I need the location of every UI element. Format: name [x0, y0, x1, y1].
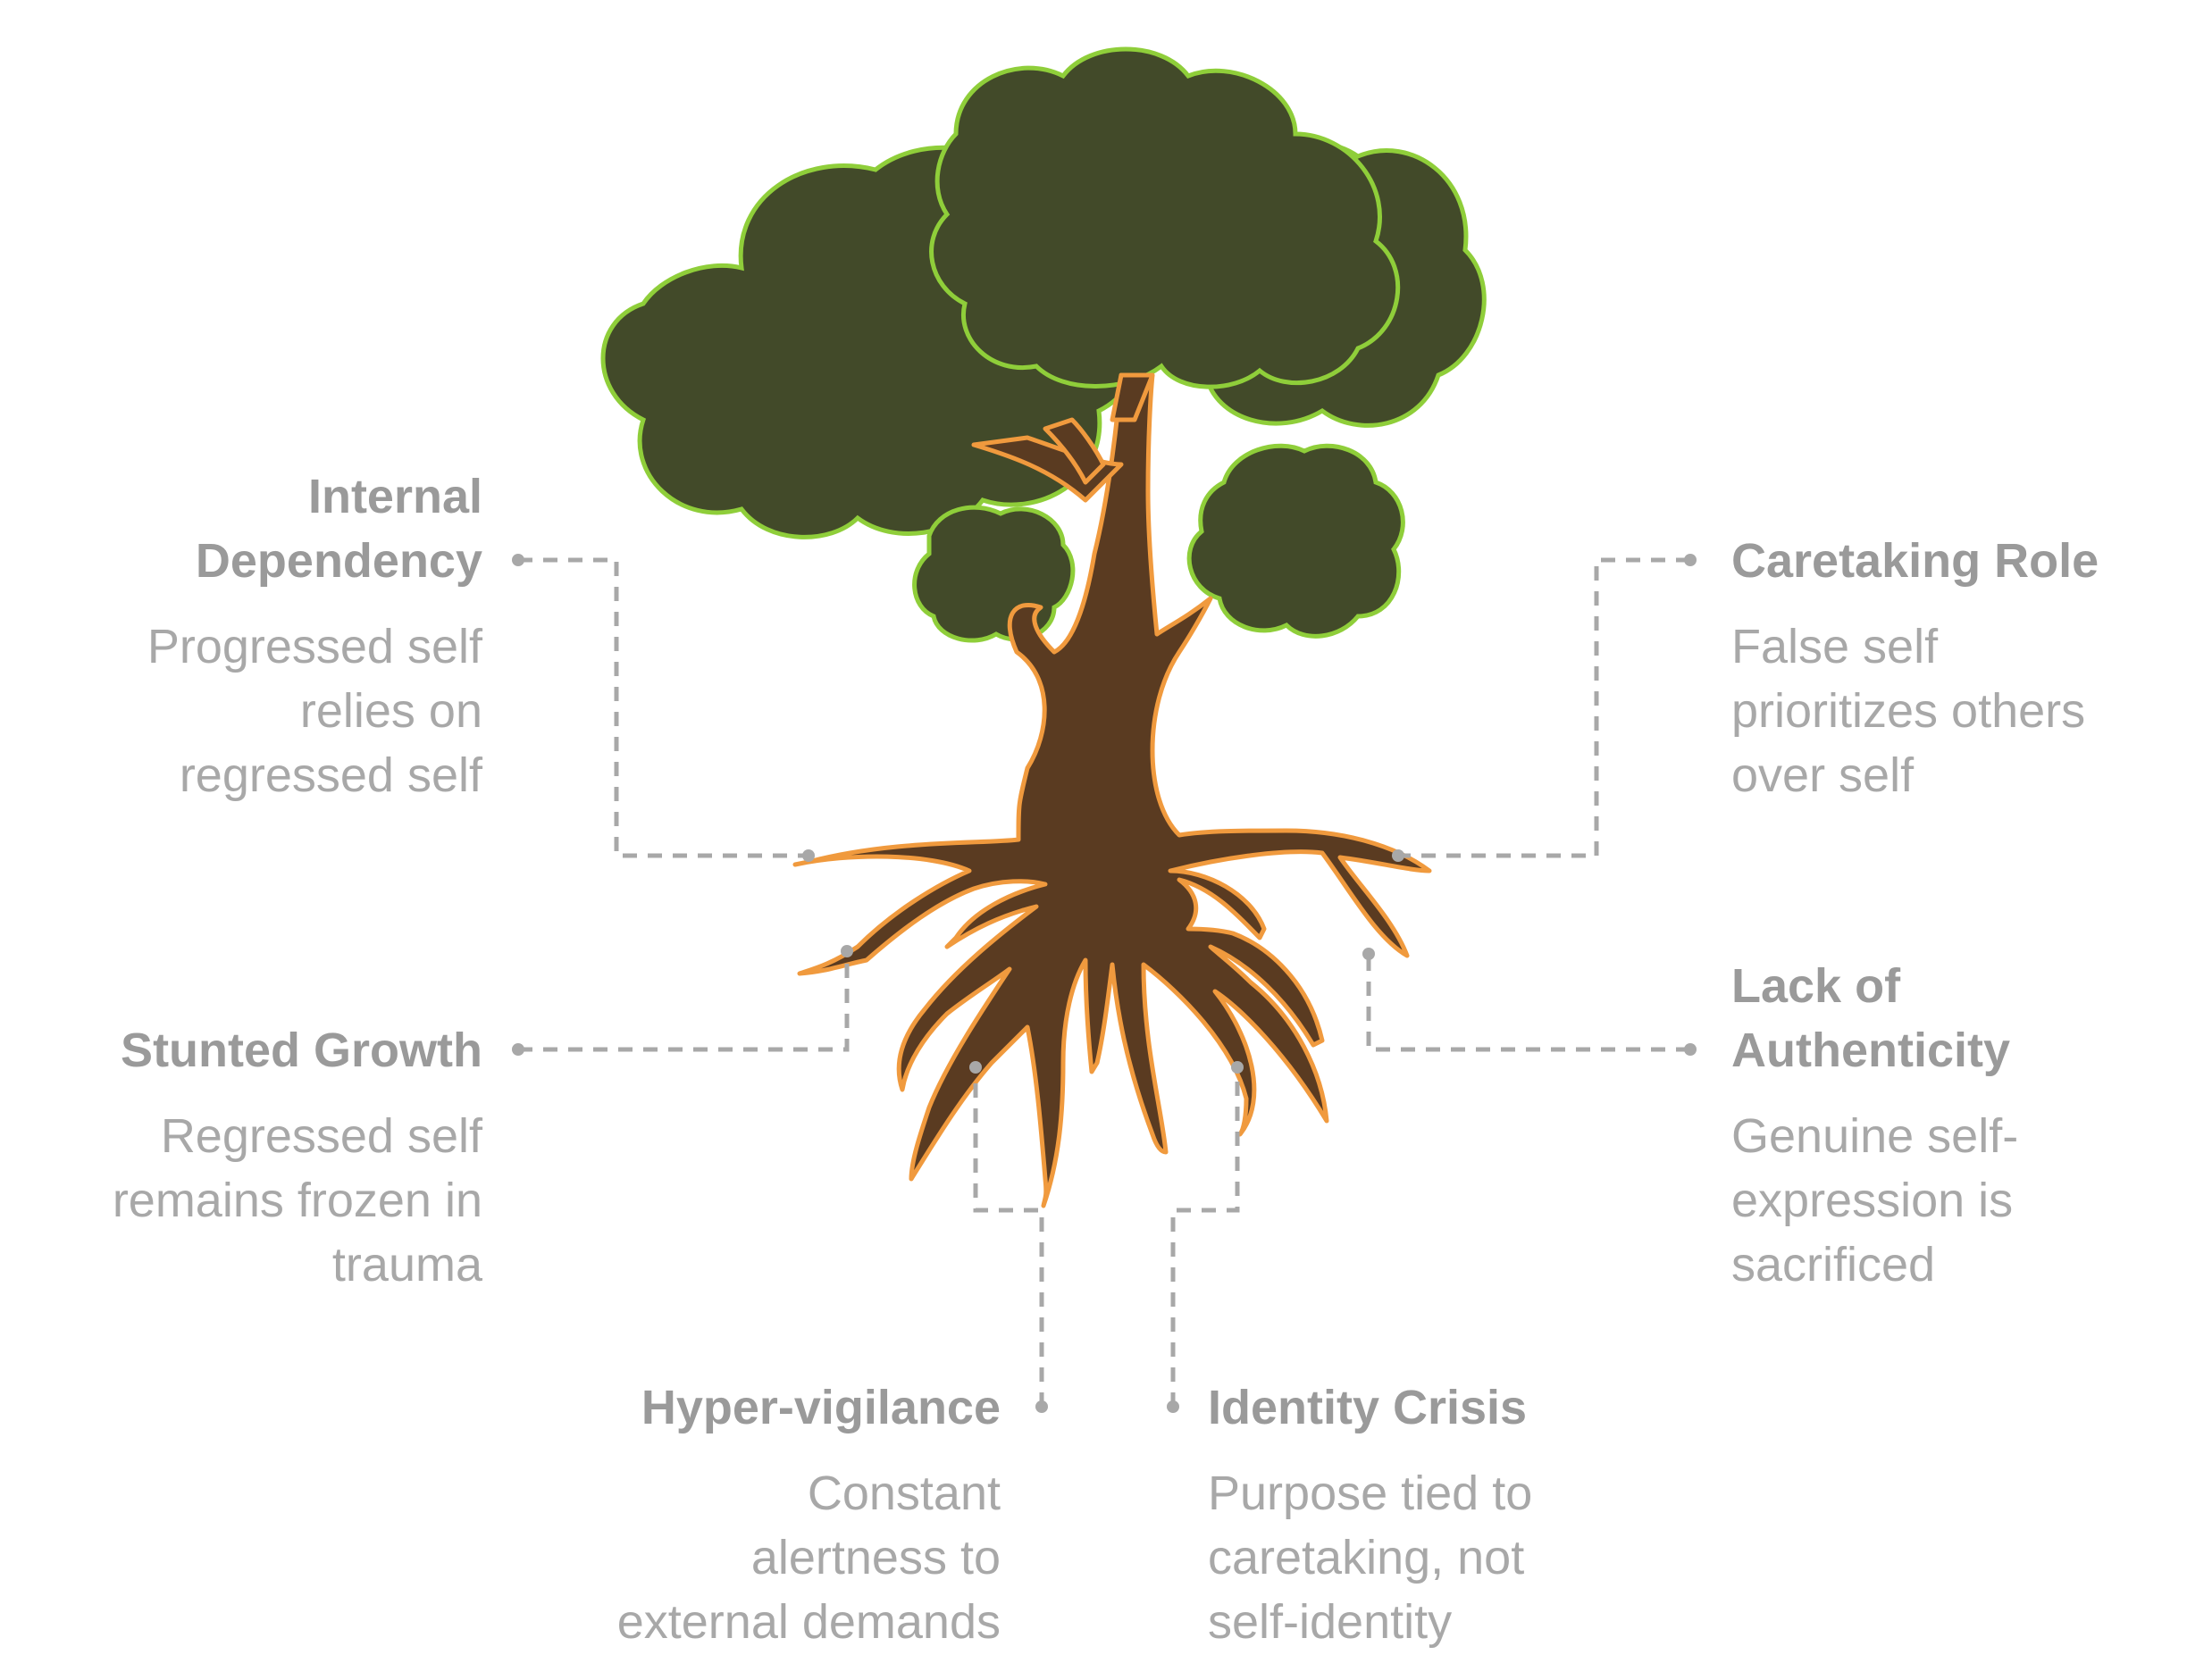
label-description: Genuine self- expression is sacrificed [1731, 1109, 2019, 1291]
connector-lines [518, 557, 1690, 1407]
endpoint-dot [1684, 1043, 1697, 1056]
tree-canopy [600, 46, 1487, 643]
label-identity-crisis: Identity Crisis Purpose tied to caretaki… [1208, 1375, 1708, 1654]
connector-lack-of-authenticity [1366, 954, 1690, 1052]
connector-endpoints [512, 554, 1697, 1413]
endpoint-dot [1362, 948, 1375, 960]
label-internal-dependency: Internal Dependency Progressed self reli… [0, 464, 482, 807]
connector-internal-dependency [518, 557, 809, 858]
connector-identity-crisis [1170, 1067, 1240, 1407]
endpoint-dot [841, 945, 853, 957]
endpoint-dot [1231, 1061, 1244, 1074]
label-caretaking-role: Caretaking Role False self prioritizes o… [1731, 529, 2178, 807]
label-description: False self prioritizes others over self [1731, 620, 2086, 802]
label-description: Constant alertness to external demands [616, 1467, 1001, 1649]
tree-trunk-and-roots [792, 372, 1432, 1208]
endpoint-dot [969, 1061, 982, 1074]
label-title: Lack of Authenticity [1731, 959, 2011, 1077]
connector-stunted-growth [518, 951, 850, 1052]
label-stunted-growth: Stunted Growth Regressed self remains fr… [0, 1018, 482, 1297]
connector-hyper-vigilance [973, 1067, 1044, 1407]
endpoint-dot [1035, 1400, 1048, 1413]
label-title: Hyper-vigilance [641, 1381, 1001, 1434]
label-hyper-vigilance: Hyper-vigilance Constant alertness to ex… [500, 1375, 1001, 1654]
label-lack-of-authenticity: Lack of Authenticity Genuine self- expre… [1731, 954, 2178, 1297]
endpoint-dot [1167, 1400, 1179, 1413]
label-description: Progressed self relies on regressed self [147, 620, 482, 802]
endpoint-dot [802, 849, 815, 862]
endpoint-dot [1392, 849, 1404, 862]
endpoint-dot [512, 554, 524, 566]
label-title: Caretaking Role [1731, 534, 2099, 588]
label-description: Purpose tied to caretaking, not self-ide… [1208, 1467, 1533, 1649]
label-title: Stunted Growth [121, 1024, 482, 1077]
endpoint-dot [1684, 554, 1697, 566]
label-title: Internal Dependency [195, 470, 482, 588]
connector-caretaking-role [1398, 557, 1690, 858]
label-description: Regressed self remains frozen in trauma [112, 1109, 482, 1291]
endpoint-dot [512, 1043, 524, 1056]
label-title: Identity Crisis [1208, 1381, 1528, 1434]
